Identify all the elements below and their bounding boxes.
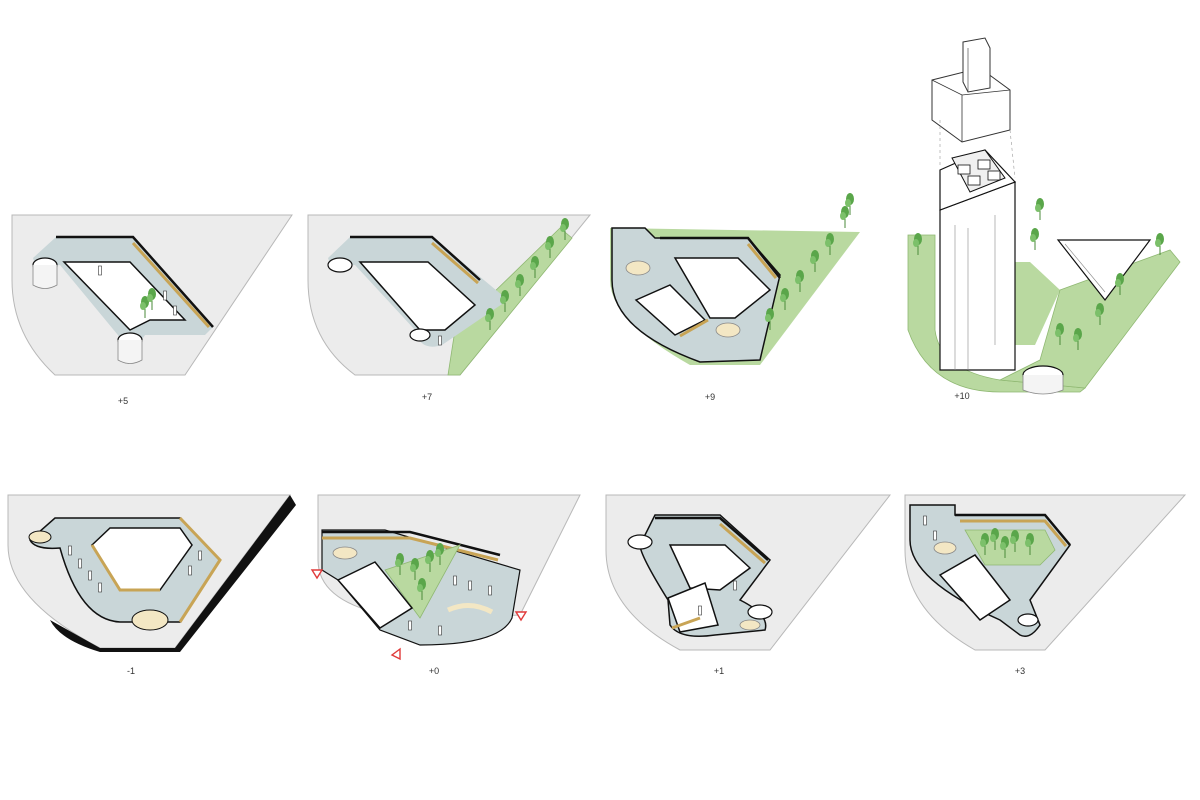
entrance-marker-icon bbox=[390, 647, 401, 661]
plan-level-plus5: +5 bbox=[11, 214, 293, 406]
level-label-plus10: +10 bbox=[954, 391, 969, 401]
level-label-plus0: +0 bbox=[429, 666, 439, 676]
plan-level-plus9: +9 bbox=[610, 192, 860, 402]
plan-level-plus7: +7 bbox=[307, 214, 592, 402]
plan-level-plus1: +1 bbox=[605, 494, 892, 676]
level-label-plus3: +3 bbox=[1015, 666, 1025, 676]
plan-level-plus10: +10 bbox=[907, 37, 1181, 401]
plan-level-plus3: +3 bbox=[904, 494, 1187, 676]
level-label-plus7: +7 bbox=[422, 392, 432, 402]
level-label-plus1: +1 bbox=[714, 666, 724, 676]
level-label-minus1: -1 bbox=[127, 666, 135, 676]
level-label-plus9: +9 bbox=[705, 392, 715, 402]
plan-level-minus1: -1 bbox=[7, 494, 296, 676]
plan-level-plus0: +0 bbox=[310, 494, 581, 676]
entrance-marker-icon bbox=[514, 611, 528, 622]
entrance-marker-icon bbox=[310, 569, 324, 580]
level-label-plus5: +5 bbox=[118, 396, 128, 406]
